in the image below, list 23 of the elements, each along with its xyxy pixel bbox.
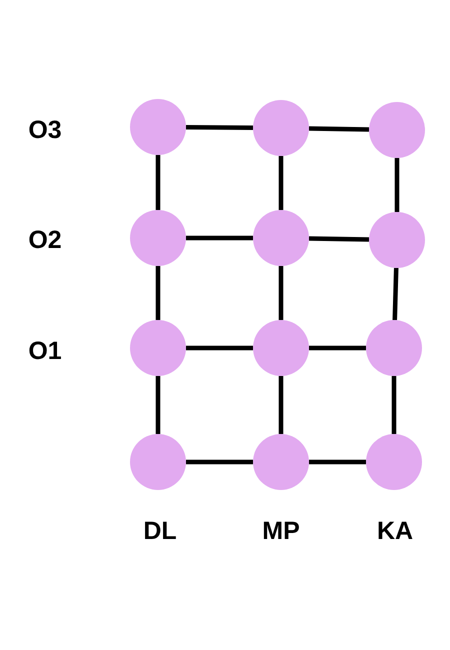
connector-line <box>186 460 253 464</box>
connector-line <box>156 376 160 434</box>
connector-line <box>186 124 254 130</box>
row-label: O2 <box>28 225 62 255</box>
connector-line <box>394 158 400 212</box>
column-label: KA <box>376 516 414 546</box>
row-label: O1 <box>28 336 62 366</box>
column-label: DL <box>143 516 177 546</box>
connector-line <box>309 460 366 464</box>
connector-line <box>278 266 284 320</box>
connector-line <box>156 266 160 320</box>
connector-line <box>392 268 398 320</box>
connector-line <box>392 376 396 434</box>
column-label: MP <box>262 516 300 546</box>
connector-line <box>278 376 284 434</box>
connector-line <box>156 155 160 210</box>
connector-line <box>278 156 284 210</box>
row-label: O3 <box>28 115 62 145</box>
connector-line <box>308 126 370 132</box>
connector-line <box>186 346 253 350</box>
connector-line <box>186 236 253 240</box>
connector-line <box>308 236 370 242</box>
connector-line <box>309 346 366 350</box>
